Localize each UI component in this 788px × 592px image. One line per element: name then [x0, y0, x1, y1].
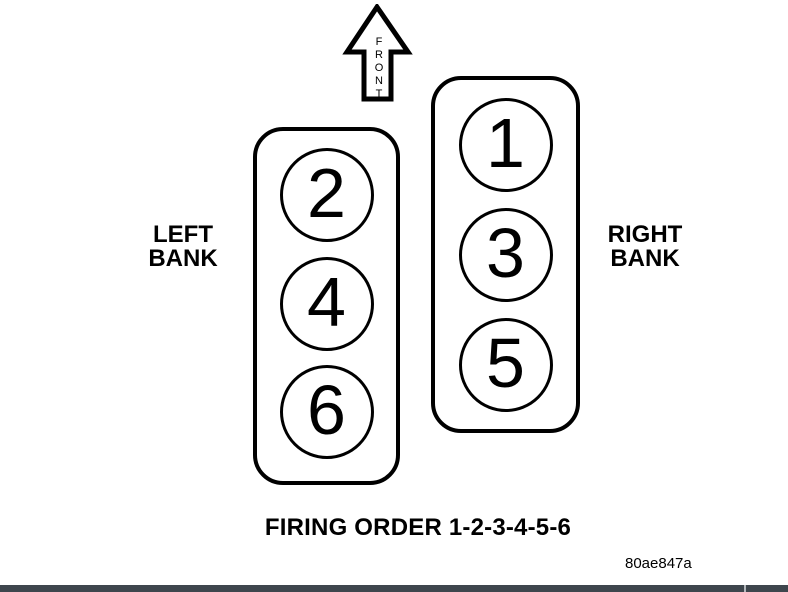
cylinder-circle: 6: [279, 365, 374, 459]
front-label: FRONT: [373, 36, 385, 101]
front-arrow-icon: [342, 4, 413, 102]
left-bank-label: LEFT BANK: [148, 221, 218, 272]
figure-code: 80ae847a: [625, 555, 692, 572]
cylinder-number: 3: [486, 214, 525, 292]
bottom-bar: [0, 585, 788, 592]
bottom-bar-notch: [744, 585, 746, 592]
cylinder-circle: 4: [279, 256, 374, 351]
left-bank-outline: 2 4 6: [253, 127, 400, 485]
cylinder-circle: 1: [458, 98, 553, 192]
cylinder-circle: 3: [458, 208, 553, 302]
cylinder-number: 1: [486, 104, 525, 182]
cylinder-number: 5: [486, 324, 525, 402]
cylinder-number: 4: [307, 262, 346, 341]
right-bank-outline: 1 3 5: [431, 76, 580, 433]
cylinder-circle: 5: [458, 318, 553, 412]
cylinder-number: 6: [307, 371, 346, 449]
right-bank-label: RIGHT BANK: [607, 221, 683, 272]
cylinder-circle: 2: [279, 148, 374, 242]
cylinder-number: 2: [307, 154, 346, 232]
firing-order-caption: FIRING ORDER 1-2-3-4-5-6: [264, 514, 572, 541]
